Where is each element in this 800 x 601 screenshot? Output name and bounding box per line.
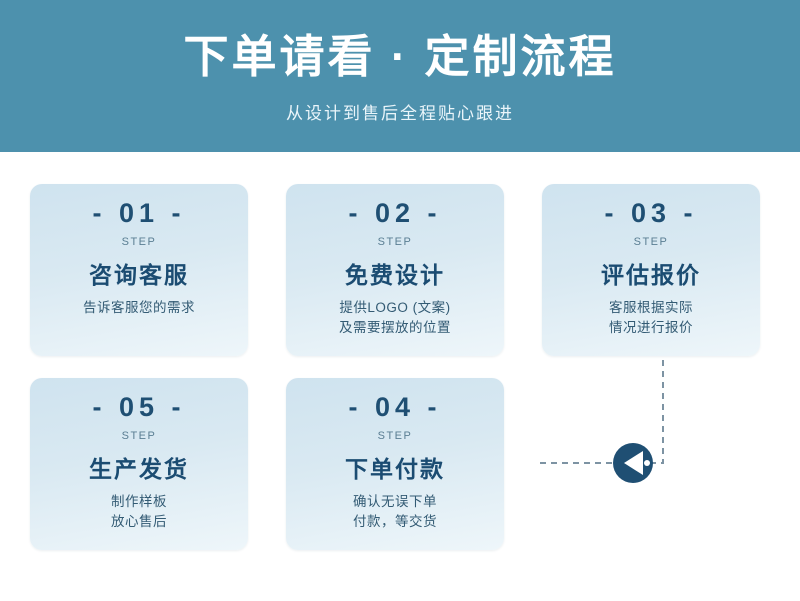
step-title: 下单付款: [345, 456, 445, 482]
step-label: STEP: [377, 236, 413, 248]
step-label: STEP: [377, 430, 413, 442]
step-title: 评估报价: [601, 262, 701, 288]
step-card-02[interactable]: - 02 - STEP 免费设计 提供LOGO (文案) 及需要摆放的位置: [286, 184, 504, 356]
step-number: - 04 -: [348, 392, 442, 422]
step-title: 咨询客服: [89, 262, 189, 288]
step-description-line: 确认无误下单: [353, 494, 437, 510]
step-description-line: 及需要摆放的位置: [339, 319, 451, 335]
step-number: - 02 -: [348, 198, 442, 228]
header-banner: 下单请看 · 定制流程 从设计到售后全程贴心跟进: [0, 0, 800, 152]
step-description-line: 制作样板: [111, 494, 167, 510]
step-card-01[interactable]: - 01 - STEP 咨询客服 告诉客服您的需求: [30, 184, 248, 356]
step-label: STEP: [121, 236, 157, 248]
step-description: 确认无误下单 付款，等交货: [353, 492, 437, 531]
step-description-line: 提供LOGO (文案): [339, 300, 451, 316]
step-description: 客服根据实际 情况进行报价: [609, 298, 693, 337]
page-title: 下单请看 · 定制流程: [183, 30, 617, 82]
page-subtitle: 从设计到售后全程贴心跟进: [286, 104, 514, 124]
step-number: - 01 -: [92, 198, 186, 228]
step-label: STEP: [121, 430, 157, 442]
step-title: 生产发货: [89, 456, 189, 482]
step-label: STEP: [633, 236, 669, 248]
step-description-line: 付款，等交货: [353, 513, 437, 529]
step-description: 告诉客服您的需求: [83, 298, 195, 318]
step-description-line: 放心售后: [111, 513, 167, 529]
step-number: - 05 -: [92, 392, 186, 422]
step-description-line: 客服根据实际: [609, 300, 693, 316]
step-card-03[interactable]: - 03 - STEP 评估报价 客服根据实际 情况进行报价: [542, 184, 760, 356]
step-number: - 03 -: [604, 198, 698, 228]
step-description: 提供LOGO (文案) 及需要摆放的位置: [339, 298, 451, 337]
step-card-04[interactable]: - 04 - STEP 下单付款 确认无误下单 付款，等交货: [286, 378, 504, 550]
step-description: 制作样板 放心售后: [111, 492, 167, 531]
steps-container: - 01 - STEP 咨询客服 告诉客服您的需求 - 02 - STEP 免费…: [0, 152, 800, 601]
step-card-05[interactable]: - 05 - STEP 生产发货 制作样板 放心售后: [30, 378, 248, 550]
step-description-line: 情况进行报价: [609, 319, 693, 335]
step-title: 免费设计: [345, 262, 445, 288]
step-description-line: 告诉客服您的需求: [83, 300, 195, 316]
